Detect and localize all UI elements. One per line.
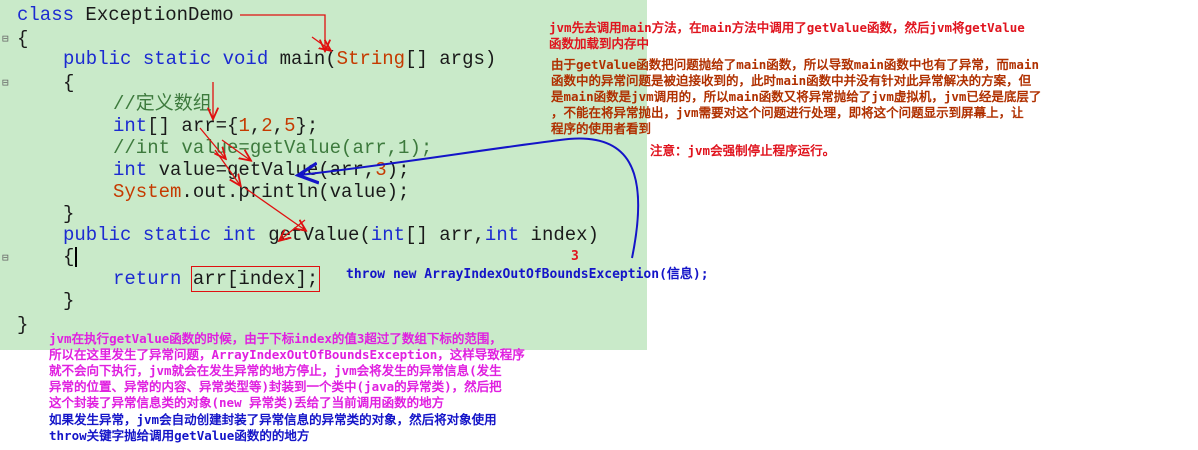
code-line-12: { [63, 246, 75, 268]
text-cursor [75, 247, 77, 267]
keyword: public static void [63, 48, 269, 70]
annotation-throw-explanation: 如果发生异常，jvm会自动创建封装了异常信息的异常类的对象，然后将对象使用 th… [49, 412, 497, 443]
arrow-short-main [311, 36, 330, 50]
code-text: value=getValue(arr, [147, 159, 376, 181]
arrow-getvalue-cross [280, 219, 306, 240]
number-literal: 3 [375, 159, 387, 181]
arrow-println [214, 149, 240, 185]
code-line-14: } [63, 290, 75, 312]
code-editor-background [0, 0, 647, 350]
arrow-to-getvalue [244, 187, 305, 230]
code-line-5-comment: //定义数组 [113, 93, 212, 115]
code-line-3: public static void main(String[] args) [63, 48, 496, 70]
code-line-15: } [17, 314, 29, 336]
method-name: main( [268, 48, 337, 70]
code-text: , [272, 115, 285, 137]
params: [] args) [405, 48, 497, 70]
number-literal: 5 [284, 115, 296, 137]
class-name: ExceptionDemo [74, 4, 234, 26]
code-line-2: { [17, 28, 29, 50]
number-literal: 2 [261, 115, 273, 137]
code-line-1: class ExceptionDemo [17, 4, 234, 26]
annotation-exception-occurs: jvm在执行getValue函数的时候，由于下标index的值3超过了数组下标的… [49, 331, 525, 410]
keyword: public static int [63, 224, 257, 246]
keyword: class [17, 4, 75, 26]
code-text: }; [295, 115, 319, 137]
code-line-8: int value=getValue(arr,3); [113, 159, 409, 181]
annotation-jvm-stops-program: 注意：jvm会强制停止程序运行。 [650, 143, 836, 158]
annotation-index-value-3: 3 [571, 249, 579, 264]
arrow-class-to-main [240, 14, 325, 50]
code-line-10: } [63, 203, 75, 225]
highlighted-array-access: arr[index]; [190, 266, 321, 292]
fold-marker-getvalue[interactable]: ⊟ [2, 251, 9, 264]
annotation-jvm-loads-getvalue: jvm先去调用main方法，在main方法中调用了getValue函数，然后jv… [549, 20, 1025, 51]
annotation-main-receives-exception: 由于getValue函数把问题抛给了main函数，所以导致main函数中也有了异… [551, 57, 1042, 136]
system-class: System [113, 181, 182, 203]
keyword: int [113, 159, 148, 181]
code-text: [] arr={ [147, 115, 239, 137]
code-text: index) [519, 224, 599, 246]
code-line-4: { [63, 72, 75, 94]
fold-marker-class[interactable]: ⊟ [2, 32, 9, 45]
type-name: String [336, 48, 406, 70]
keyword: int [484, 224, 520, 246]
code-text: , [249, 115, 262, 137]
keyword: return [113, 268, 182, 290]
arrow-call-diagonal [221, 139, 250, 160]
keyword: int [370, 224, 406, 246]
code-text: [] arr, [405, 224, 485, 246]
keyword: int [113, 115, 148, 137]
code-text: ); [386, 159, 410, 181]
code-line-13: return arr[index]; [113, 266, 321, 292]
arrow-array-to-call [199, 127, 225, 158]
number-literal: 1 [238, 115, 250, 137]
code-line-6: int[] arr={1,2,5}; [113, 115, 318, 137]
fold-marker-main[interactable]: ⊟ [2, 76, 9, 89]
arrow-throw-to-caller [300, 137, 640, 259]
annotation-throw-statement: throw new ArrayIndexOutOfBoundsException… [346, 267, 709, 282]
